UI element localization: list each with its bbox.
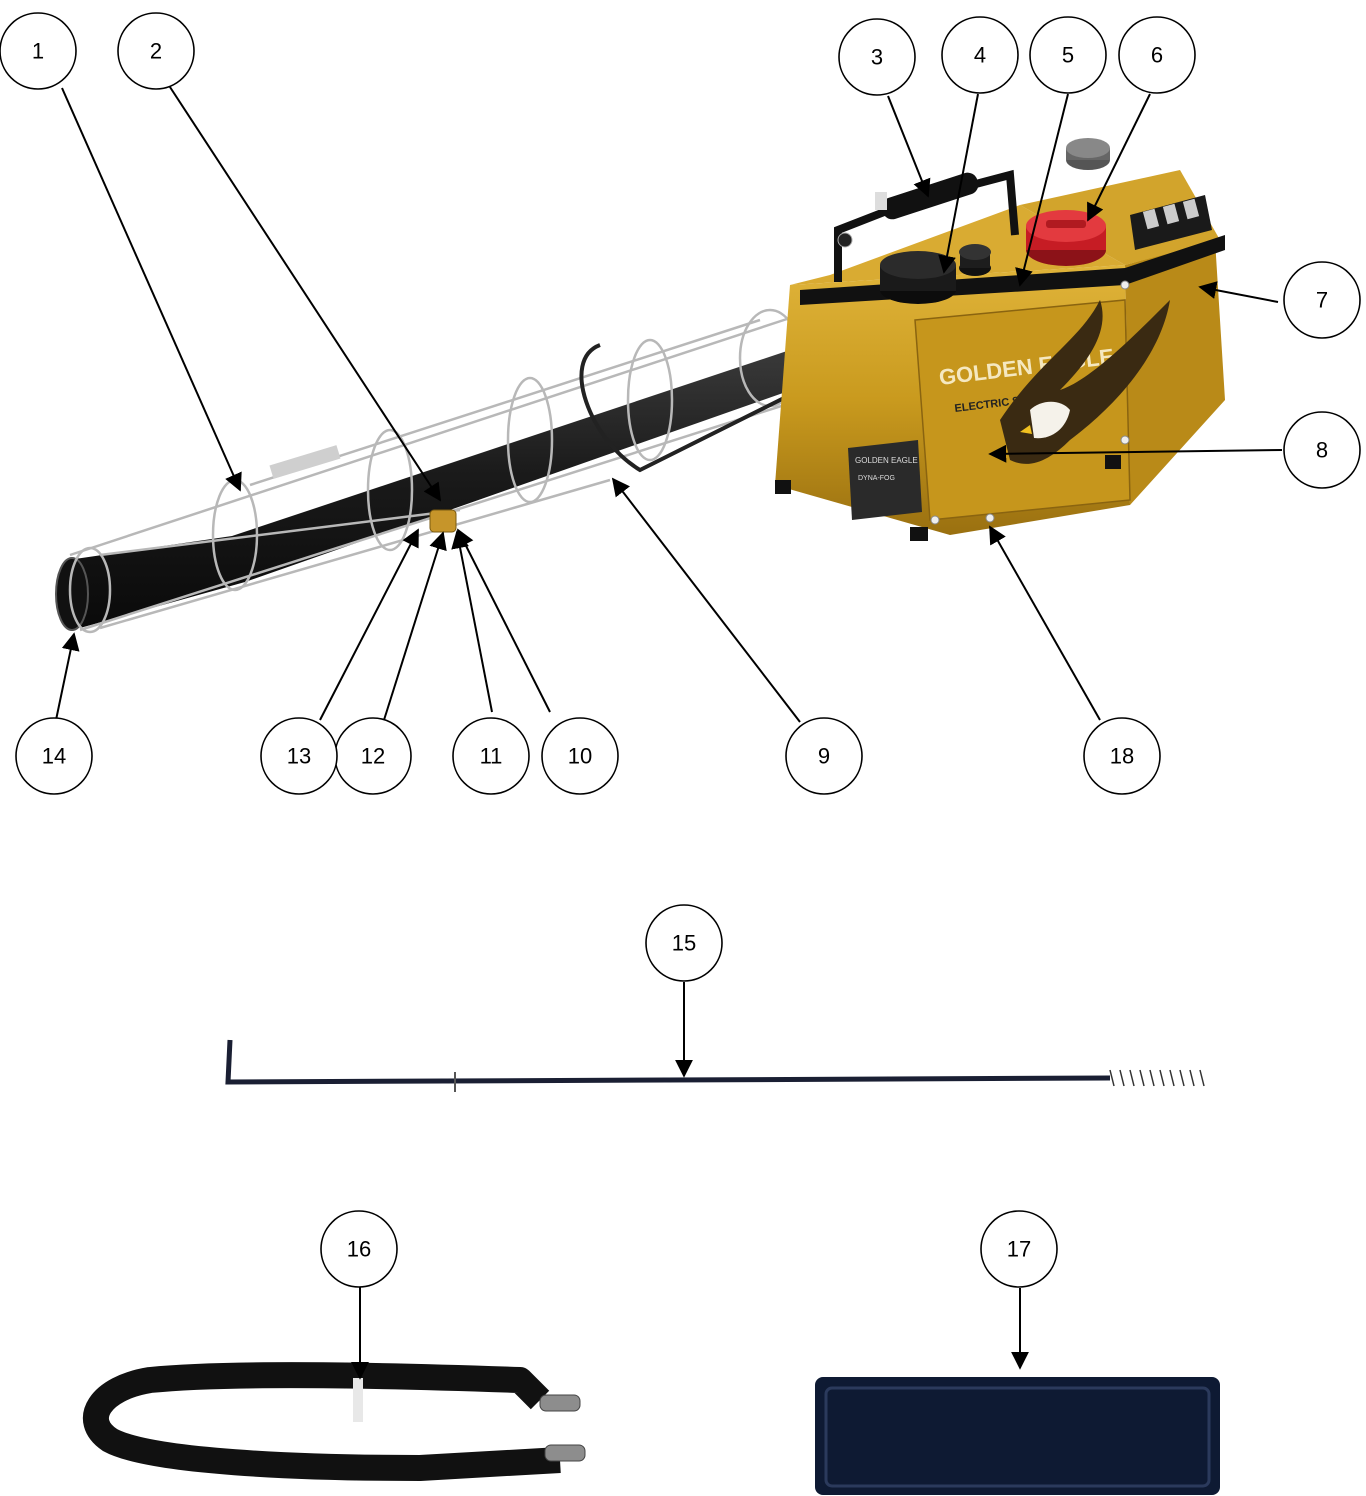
callout-1: 1 — [0, 12, 77, 90]
callout-13: 13 — [260, 717, 338, 795]
callout-9: 9 — [785, 717, 863, 795]
strap-clip-bottom — [544, 1444, 586, 1462]
callout-7: 7 — [1283, 261, 1361, 339]
leader-9 — [611, 477, 801, 723]
callout-label-1: 1 — [32, 39, 44, 64]
callout-3: 3 — [838, 18, 916, 96]
leader-10 — [457, 528, 551, 713]
fogger-machine: GOLDEN EAGLE ELECTRIC START XL GOLDEN EA… — [55, 138, 1225, 634]
plate-title: GOLDEN EAGLE — [855, 456, 918, 465]
leader-5 — [1015, 93, 1069, 287]
shoulder-strap — [82, 1362, 586, 1481]
leader-7 — [1198, 281, 1279, 303]
callout-6: 6 — [1118, 16, 1196, 94]
callout-15: 15 — [645, 904, 723, 982]
callout-12: 12 — [334, 717, 412, 795]
callout-label-5: 5 — [1062, 43, 1074, 68]
callout-label-11: 11 — [480, 744, 503, 769]
exhaust-tube — [55, 350, 820, 631]
callout-label-17: 17 — [1007, 1237, 1031, 1262]
callout-8: 8 — [1283, 411, 1361, 489]
callout-label-3: 3 — [871, 45, 883, 70]
leader-4 — [938, 93, 979, 274]
leader-2 — [167, 83, 441, 502]
leader-14 — [55, 632, 80, 721]
callouts: 1 2 3 4 5 6 7 8 9 10 11 12 13 14 15 16 1… — [0, 12, 1361, 1288]
storage-bag — [815, 1377, 1220, 1495]
leader-12 — [383, 531, 447, 721]
callout-label-14: 14 — [42, 744, 66, 769]
leader-lines — [55, 83, 1283, 1380]
callout-2: 2 — [117, 12, 195, 90]
leader-6 — [1087, 93, 1151, 222]
callout-label-7: 7 — [1316, 288, 1328, 313]
callout-10: 10 — [541, 717, 619, 795]
data-plate: GOLDEN EAGLE DYNA-FOG — [848, 440, 922, 520]
brass-fitting — [429, 509, 457, 533]
callout-18: 18 — [1083, 717, 1161, 795]
strap-clip-top — [539, 1394, 581, 1412]
rod-brush — [1109, 1069, 1205, 1087]
callout-label-8: 8 — [1316, 438, 1328, 463]
leader-18 — [989, 525, 1101, 721]
callout-label-6: 6 — [1151, 43, 1163, 68]
callout-16: 16 — [320, 1210, 398, 1288]
callout-label-10: 10 — [568, 744, 592, 769]
callout-label-2: 2 — [150, 39, 162, 64]
eagle-decal — [1000, 300, 1170, 464]
callout-label-9: 9 — [818, 744, 830, 769]
callout-label-12: 12 — [361, 744, 385, 769]
callout-14: 14 — [15, 717, 93, 795]
callout-4: 4 — [941, 16, 1019, 94]
cleaning-rod — [225, 1039, 1205, 1092]
plate-model: DYNA-FOG — [858, 475, 895, 482]
leader-13 — [319, 528, 419, 721]
callout-label-15: 15 — [672, 931, 696, 956]
callout-label-4: 4 — [974, 43, 986, 68]
small-caps — [959, 244, 991, 276]
callout-5: 5 — [1029, 16, 1107, 94]
leader-8 — [988, 444, 1283, 463]
leader-1 — [61, 87, 242, 492]
nozzle-outlet — [55, 557, 89, 631]
fuel-tank-cap — [880, 251, 956, 304]
callout-label-18: 18 — [1110, 744, 1134, 769]
callout-label-16: 16 — [347, 1237, 371, 1262]
red-tank-cap — [1026, 210, 1106, 266]
tube-label-plate — [269, 445, 341, 479]
callout-17: 17 — [980, 1210, 1058, 1288]
control-panel — [1130, 195, 1212, 250]
callout-11: 11 — [452, 717, 530, 795]
rear-filler-cap — [1066, 138, 1110, 170]
leader-11 — [451, 530, 493, 713]
callout-label-13: 13 — [287, 744, 311, 769]
leader-3 — [887, 95, 931, 198]
fuel-line — [579, 343, 801, 473]
